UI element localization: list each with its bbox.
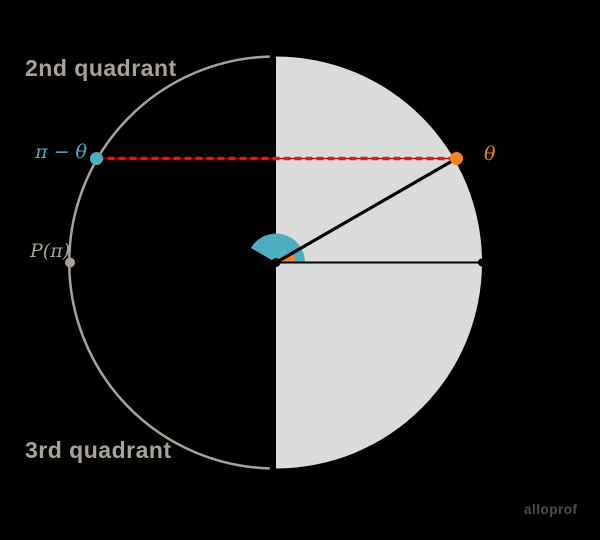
origin-dot [271, 258, 281, 267]
terminal-arm-theta [275, 157, 458, 264]
theta-label: θ [484, 143, 496, 165]
point-pi-minus-theta-dot [90, 152, 103, 165]
point-pi-label: P(π) [29, 240, 70, 262]
x-axis-endpoint-dot [478, 258, 486, 267]
point-pi-dot [65, 257, 75, 268]
quadrant-2-label: 2nd quadrant [25, 55, 177, 81]
quadrant-3-label: 3rd quadrant [25, 437, 172, 463]
point-theta-dot [450, 152, 463, 165]
pi-minus-theta-label: π − θ [34, 141, 87, 163]
watermark: alloprof [524, 502, 578, 517]
left-circle-outline [67, 55, 271, 470]
